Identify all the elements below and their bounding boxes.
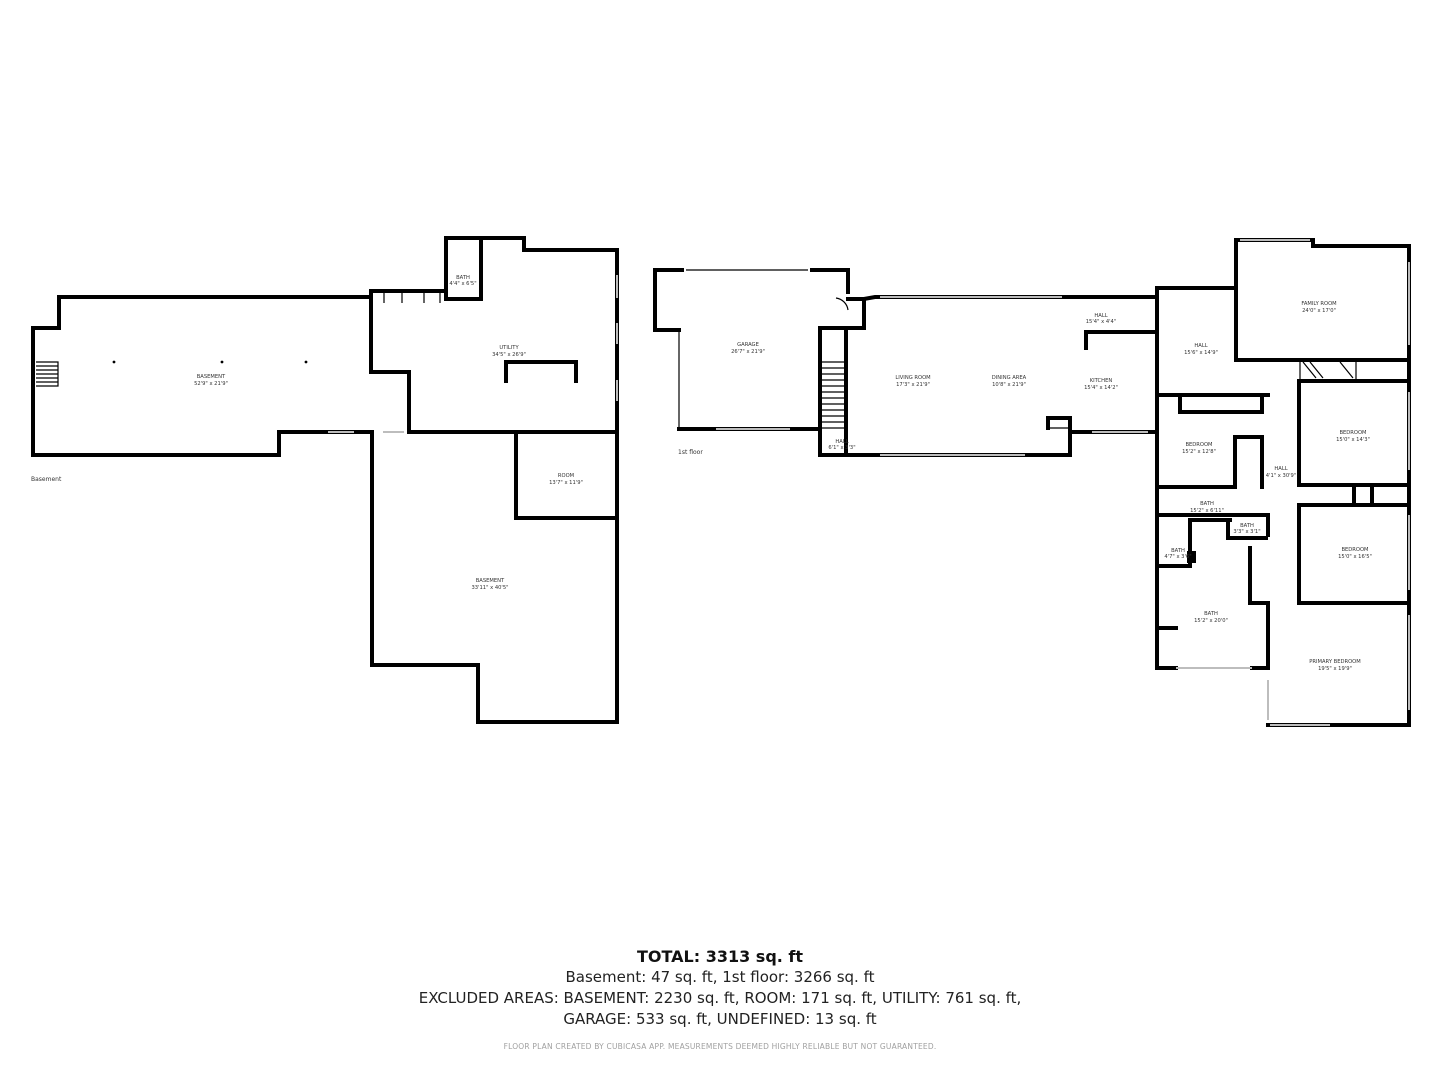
room-dims: 24'0" x 17'0": [1302, 308, 1336, 314]
room-name: UTILITY: [499, 345, 519, 351]
room-name: LIVING ROOM: [895, 375, 930, 381]
room-name: BATH: [1200, 501, 1214, 507]
room-name: GARAGE: [737, 342, 759, 348]
basement-floor: BATH 4'4" x 6'5" UTILITY 34'5" x 26'9" B…: [31, 236, 619, 724]
room-dims: 26'7" x 21'9": [731, 349, 765, 355]
room-name: HALL: [1194, 343, 1207, 349]
disclaimer: FLOOR PLAN CREATED BY CUBICASA APP. MEAS…: [503, 1042, 937, 1051]
room-name: BEDROOM: [1185, 442, 1212, 448]
room-name: KITCHEN: [1090, 378, 1113, 384]
room-dims: 15'4" x 14'2": [1084, 385, 1118, 391]
room-dims: 10'8" x 21'9": [992, 382, 1026, 388]
room-name: BATH: [1240, 523, 1254, 529]
area-summary: TOTAL: 3313 sq. ft Basement: 47 sq. ft, …: [0, 946, 1440, 1051]
room-dims: 34'5" x 26'9": [492, 352, 526, 358]
room-name: BASEMENT: [476, 578, 505, 584]
room-name: DINING AREA: [992, 375, 1027, 381]
room-dims: 4'1" x 30'9": [1266, 473, 1297, 479]
room-dims: 3'3" x 3'1": [1233, 529, 1260, 535]
room-dims: 52'9" x 21'9": [194, 381, 228, 387]
room-dims: 15'2" x 12'8": [1182, 449, 1216, 455]
first-floor: GARAGE 26'7" x 21'9" HALL 6'1" x 3'3" LI…: [653, 238, 1411, 727]
room-name: HALL: [835, 439, 848, 445]
floor-label-basement: Basement: [31, 476, 62, 483]
room-name: HALL: [1274, 466, 1287, 472]
room-name: ROOM: [558, 473, 574, 479]
room-name: HALL: [1094, 313, 1107, 319]
room-dims: 15'0" x 16'5": [1338, 554, 1372, 560]
room-dims: 19'5" x 19'9": [1318, 666, 1352, 672]
stairs-icon: [36, 361, 59, 387]
room-dims: 15'0" x 14'3": [1336, 437, 1370, 443]
excluded-areas-continued: GARAGE: 533 sq. ft, UNDEFINED: 13 sq. ft: [563, 1010, 877, 1028]
total-area: TOTAL: 3313 sq. ft: [636, 947, 804, 966]
room-dims: 17'3" x 21'9": [896, 382, 930, 388]
room-name: FAMILY ROOM: [1301, 301, 1336, 307]
room-name: BATH: [456, 275, 470, 281]
room-name: BASEMENT: [197, 374, 226, 380]
room-dims: 13'7" x 11'9": [549, 480, 583, 486]
room-dims: 15'4" x 4'4": [1086, 319, 1117, 325]
stairs-icon: [822, 361, 847, 429]
room-name: PRIMARY BEDROOM: [1309, 659, 1360, 665]
room-dims: 15'6" x 14'9": [1184, 350, 1218, 356]
floor-areas: Basement: 47 sq. ft, 1st floor: 3266 sq.…: [565, 968, 875, 986]
room-name: BEDROOM: [1339, 430, 1366, 436]
excluded-areas: EXCLUDED AREAS: BASEMENT: 2230 sq. ft, R…: [418, 989, 1022, 1007]
room-dims: 6'1" x 3'3": [828, 445, 855, 451]
room-dims: 15'2" x 6'11": [1190, 508, 1224, 514]
room-name: BEDROOM: [1341, 547, 1368, 553]
room-dims: 4'7" x 3'6": [1164, 554, 1191, 560]
room-dims: 15'2" x 20'0": [1194, 618, 1228, 624]
floor-label-1st-floor: 1st floor: [678, 449, 703, 456]
room-name: BATH: [1171, 548, 1185, 554]
room-name: BATH: [1204, 611, 1218, 617]
room-dims: 33'11" x 40'5": [471, 585, 508, 591]
room-dims: 4'4" x 6'5": [449, 281, 476, 287]
